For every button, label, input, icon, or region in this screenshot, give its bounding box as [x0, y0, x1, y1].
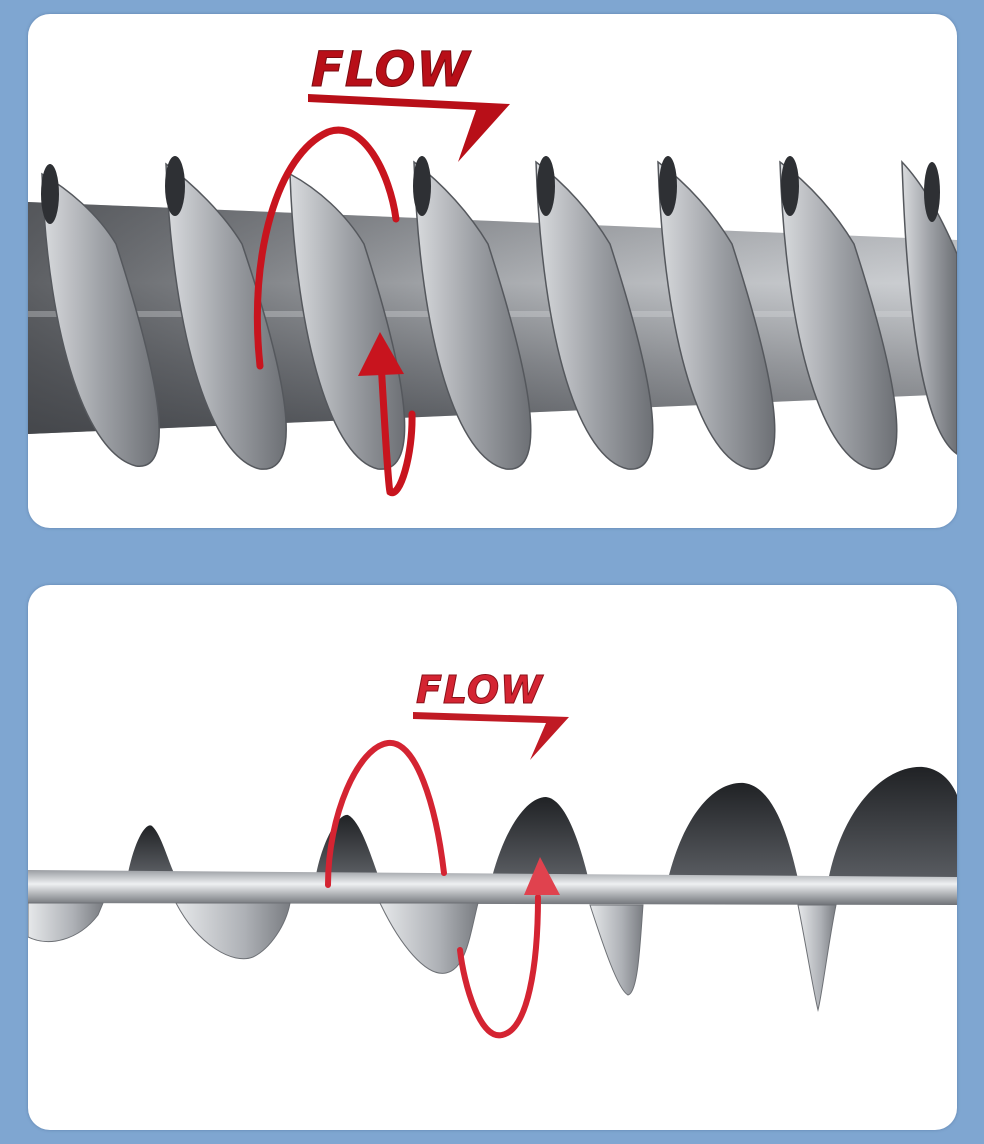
flow-arrow — [413, 712, 569, 760]
top-panel-thick-shaft-screw: FLOW — [28, 14, 957, 528]
flow-arrow — [308, 94, 510, 162]
screw-shaft — [28, 870, 957, 905]
screw-flights — [41, 160, 957, 470]
screw-flights-lower — [28, 902, 837, 1012]
bottom-panel-thin-shaft-screw: FLOW — [28, 585, 957, 1130]
rotation-arrow — [253, 126, 416, 497]
thick-shaft-screw-illustration: FLOW — [28, 42, 957, 497]
flow-label: FLOW — [416, 668, 544, 712]
rotation-arrow — [325, 740, 560, 1039]
screw-flight-tips — [41, 156, 940, 224]
thin-shaft-screw-illustration: FLOW — [28, 668, 957, 1039]
screw-flights-upper — [128, 766, 957, 881]
flow-label: FLOW — [311, 42, 471, 98]
